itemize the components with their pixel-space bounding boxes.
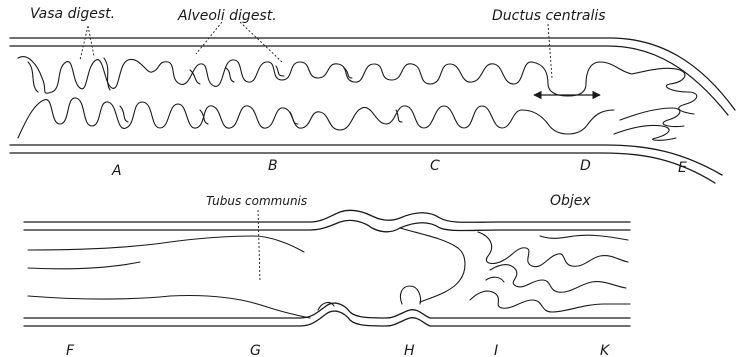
letter-i: I — [494, 343, 498, 357]
upper-tube-inner-top-wall — [10, 46, 728, 115]
label-alveoli-digest: Alveoli digest. — [177, 8, 277, 24]
letter-e: E — [678, 160, 687, 176]
objex-folds — [470, 232, 630, 312]
upper-tube — [10, 38, 735, 183]
ductus-constriction — [522, 62, 632, 134]
lower-tube — [24, 210, 630, 326]
leader-lines — [80, 22, 552, 282]
label-tubus-communis: Tubus communis — [206, 194, 307, 208]
label-objex: Objex — [550, 193, 591, 209]
alveoli-upper-row — [18, 57, 532, 94]
alveoli-lower-row — [18, 98, 522, 138]
letter-f: F — [66, 343, 75, 357]
lower-tube-outer-top-wall — [24, 210, 630, 222]
letter-d: D — [580, 158, 591, 174]
lower-tube-inner-bottom-wall — [24, 303, 630, 318]
letter-a: A — [111, 163, 122, 179]
label-ductus-centralis: Ductus centralis — [492, 8, 606, 24]
label-vasa-digest: Vasa digest. — [30, 6, 115, 22]
letter-c: C — [430, 158, 440, 174]
letter-k: K — [600, 343, 611, 357]
upper-tube-outer-top-wall — [10, 38, 735, 110]
lower-lumen-lines — [28, 236, 334, 318]
h-region-chambers — [400, 228, 465, 304]
e-region-folds — [614, 68, 697, 140]
letter-h: H — [404, 343, 415, 357]
letter-g: G — [250, 343, 261, 357]
letter-b: B — [268, 158, 278, 174]
